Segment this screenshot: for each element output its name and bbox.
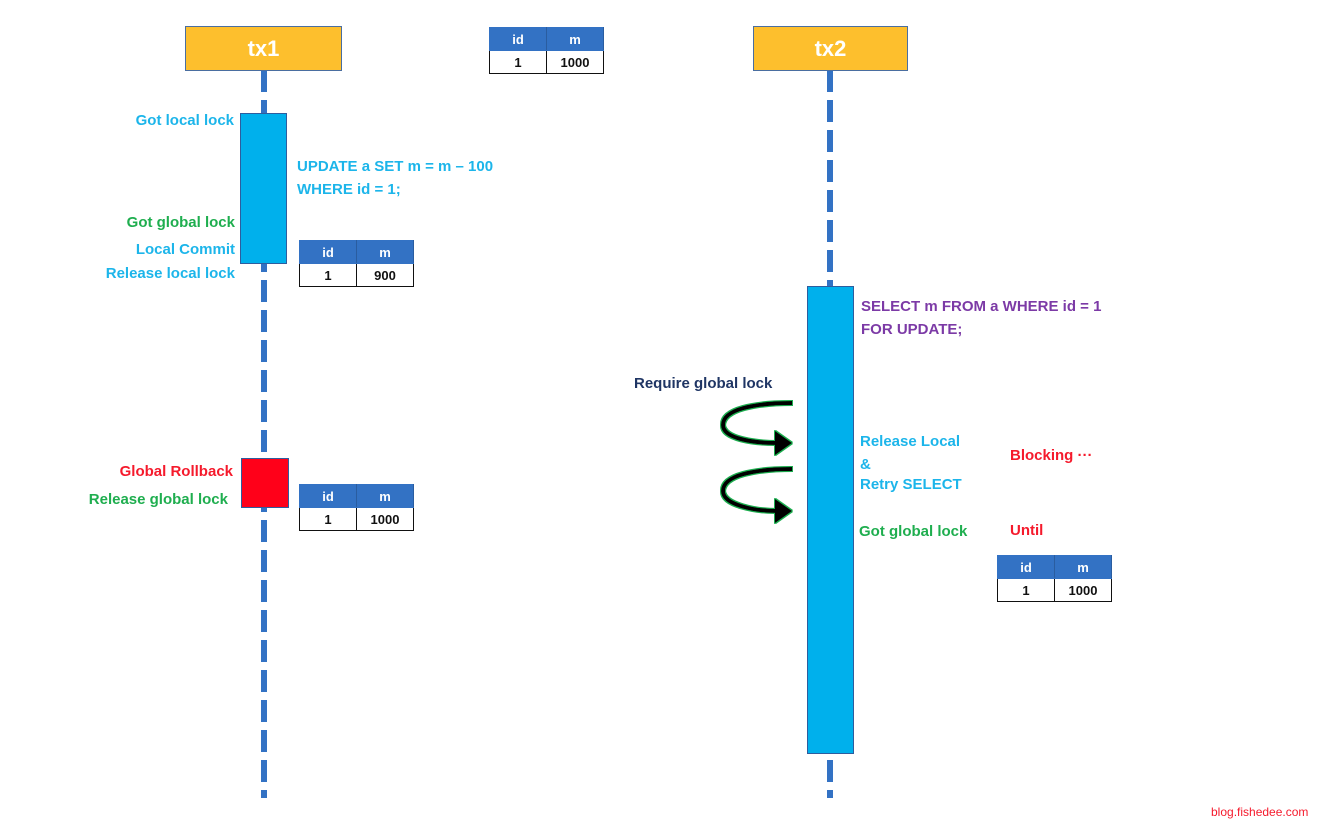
tx2-activation-bar bbox=[807, 286, 854, 754]
table-header-id: id bbox=[299, 484, 357, 508]
tx1-release-global-lock-label: Release global lock bbox=[88, 491, 228, 508]
tx1-local-commit-label: Local Commit bbox=[135, 241, 235, 258]
table-cell-m: 900 bbox=[356, 263, 414, 287]
table-cell-id: 1 bbox=[299, 263, 357, 287]
tx1-sql-line1: UPDATE a SET m = m – 100 bbox=[297, 158, 494, 175]
tx2-ampersand-label: & bbox=[860, 456, 871, 473]
table-header-id: id bbox=[489, 27, 547, 51]
table-header-m: m bbox=[356, 484, 414, 508]
tx2-require-global-lock-label: Require global lock bbox=[634, 375, 773, 392]
table-row: 1 1000 bbox=[489, 50, 604, 74]
tx1-rollback-box bbox=[241, 458, 289, 508]
table-header-row: id m bbox=[489, 27, 604, 51]
tx1-title: tx1 bbox=[247, 35, 280, 61]
table-cell-id: 1 bbox=[997, 578, 1055, 602]
tx1-release-local-lock-label: Release local lock bbox=[105, 265, 235, 282]
tx2-retry-select-label: Retry SELECT bbox=[860, 476, 962, 493]
tx1-rollback-table: id m 1 1000 bbox=[299, 484, 414, 531]
table-row: 1 1000 bbox=[997, 578, 1112, 602]
tx2-final-table: id m 1 1000 bbox=[997, 555, 1112, 602]
table-cell-id: 1 bbox=[489, 50, 547, 74]
tx2-header: tx2 bbox=[753, 26, 908, 71]
table-header-row: id m bbox=[997, 555, 1112, 579]
retry-arrow-1 bbox=[720, 401, 793, 455]
tx1-activation-bar bbox=[240, 113, 287, 264]
tx2-release-local-label: Release Local bbox=[860, 433, 961, 450]
retry-arrow-2 bbox=[720, 467, 793, 523]
table-cell-m: 1000 bbox=[356, 507, 414, 531]
tx1-lifeline bbox=[261, 70, 267, 798]
tx2-until-label: Until bbox=[1010, 522, 1044, 539]
table-row: 1 900 bbox=[299, 263, 414, 287]
table-header-id: id bbox=[299, 240, 357, 264]
table-header-m: m bbox=[1054, 555, 1112, 579]
initial-table: id m 1 1000 bbox=[489, 27, 604, 74]
table-header-m: m bbox=[546, 27, 604, 51]
tx1-header: tx1 bbox=[185, 26, 342, 71]
retry-arrows bbox=[720, 401, 793, 523]
table-header-id: id bbox=[997, 555, 1055, 579]
table-header-m: m bbox=[356, 240, 414, 264]
watermark: blog.fishedee.com bbox=[1211, 805, 1309, 819]
tx1-commit-table: id m 1 900 bbox=[299, 240, 414, 287]
tx2-blocking-label: Blocking ··· bbox=[1010, 447, 1093, 464]
table-header-row: id m bbox=[299, 240, 414, 264]
table-row: 1 1000 bbox=[299, 507, 414, 531]
table-header-row: id m bbox=[299, 484, 414, 508]
tx2-title: tx2 bbox=[814, 35, 847, 61]
tx2-sql-line2: FOR UPDATE; bbox=[861, 321, 963, 338]
tx1-got-global-lock-label: Got global lock bbox=[126, 214, 235, 231]
tx1-sql-line2: WHERE id = 1; bbox=[297, 181, 401, 198]
table-cell-id: 1 bbox=[299, 507, 357, 531]
table-cell-m: 1000 bbox=[1054, 578, 1112, 602]
tx2-got-global-lock-label: Got global lock bbox=[859, 523, 968, 540]
tx1-got-local-lock-label: Got local lock bbox=[135, 112, 234, 129]
tx2-sql-line1: SELECT m FROM a WHERE id = 1 bbox=[861, 298, 1102, 315]
tx1-global-rollback-label: Global Rollback bbox=[119, 463, 233, 480]
table-cell-m: 1000 bbox=[546, 50, 604, 74]
